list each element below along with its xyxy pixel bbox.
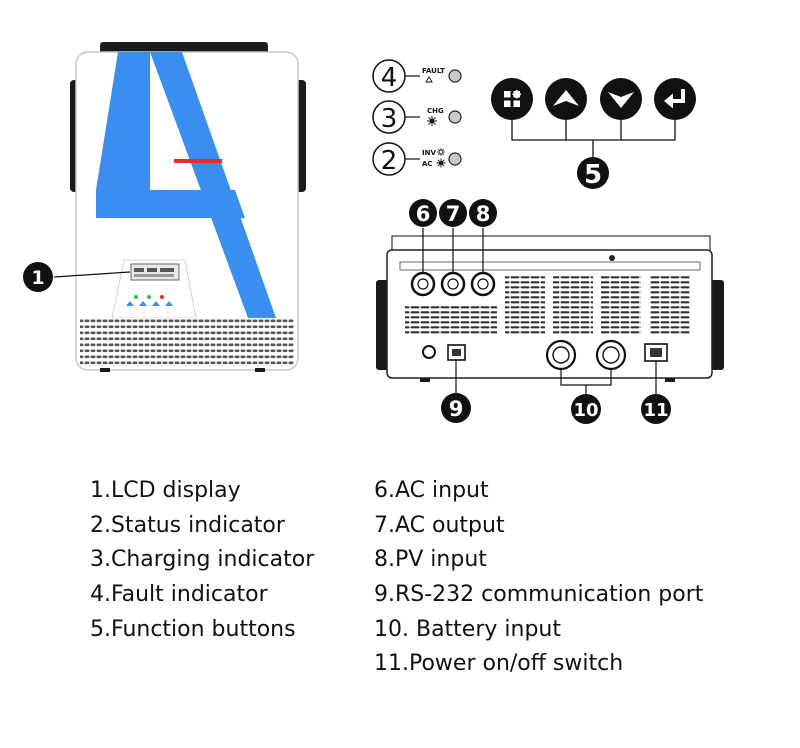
callout-5-number: 5: [584, 160, 602, 190]
callout-8-number: 8: [476, 202, 491, 226]
arrow-up-icon: [553, 90, 579, 106]
function-buttons-panel: 5: [491, 78, 696, 190]
bottom-vent-1: [505, 276, 545, 336]
bottom-vent-4: [650, 276, 690, 336]
legend-left-column: 1.LCD display 2.Status indicator 3.Charg…: [90, 474, 314, 647]
callout-9-badge: [441, 393, 471, 423]
legend-item-function-buttons: 5.Function buttons: [90, 616, 296, 642]
callout-3-number: 3: [381, 104, 398, 134]
callout-1-badge: [23, 262, 53, 292]
callout-8-badge: [469, 199, 497, 227]
front-button-2: [139, 301, 147, 306]
ac-burst-icon: [436, 158, 446, 168]
ac-label: AC: [422, 160, 433, 168]
charging-indicator-led: [448, 110, 462, 124]
chg-label: CHG: [427, 107, 444, 115]
inv-label: INV: [422, 149, 436, 157]
callout-10-badge: [571, 394, 601, 424]
callout-7-number: 7: [446, 202, 461, 226]
ac-output-terminal: [440, 271, 466, 297]
callout-9-number: 9: [449, 397, 464, 421]
warning-triangle-icon: [425, 76, 433, 83]
bottom-vent-2: [553, 276, 593, 336]
pv-input-terminal: [470, 271, 496, 297]
legend-item-lcd-display: 1.LCD display: [90, 478, 241, 503]
legend-item-pv-input: 8.PV input: [374, 547, 487, 573]
arrow-down-icon: [608, 92, 634, 108]
callout-2-number: 2: [381, 146, 398, 176]
callout-10-number: 10: [573, 400, 598, 421]
ground-screw: [422, 345, 436, 359]
logo-red-accent: [174, 159, 222, 163]
ac-input-terminal: [410, 271, 436, 297]
callout-5-badge: [577, 157, 609, 189]
front-led-2: [147, 295, 151, 299]
front-button-3: [152, 301, 160, 306]
callout-7-badge: [439, 199, 467, 227]
callout-6-badge: [409, 199, 437, 227]
callout-4-number: 4: [381, 63, 398, 93]
callout-11-number: 11: [643, 400, 668, 421]
logo-left-stroke: [96, 52, 150, 190]
legend-item-ac-output: 7.AC output: [374, 512, 505, 538]
bottom-right-handle: [710, 280, 724, 370]
fault-label: FAULT: [422, 67, 445, 75]
inverter-front-view: [70, 42, 306, 372]
callout-1-line: [53, 271, 131, 278]
menu-button: [491, 78, 533, 120]
top-mount-bracket: [100, 42, 268, 54]
front-button-4: [165, 301, 173, 306]
callout-6-number: 6: [416, 202, 431, 226]
logo-right-stroke: [150, 52, 276, 318]
front-button-1: [126, 301, 134, 306]
inverter-sun-icon: [437, 148, 445, 156]
battery-terminal-2: [595, 339, 627, 371]
bottom-vent-5: [405, 305, 497, 335]
callout-1-number: 1: [31, 267, 44, 289]
front-led-3: [160, 295, 164, 299]
status-indicator-led: [448, 152, 462, 166]
fault-indicator-led: [448, 69, 462, 83]
legend-item-status-indicator: 2.Status indicator: [90, 512, 285, 538]
inverter-diagram: 1 4 FAULT 3 CHG 2 INV AC: [23, 42, 724, 424]
front-led-1: [134, 295, 138, 299]
legend-item-fault-indicator: 4.Fault indicator: [90, 582, 268, 608]
callout-11-badge: [641, 394, 671, 424]
inverter-bottom-view: [376, 235, 724, 382]
logo-crossbar: [96, 190, 245, 218]
legend-right-column: 6.AC input 7.AC output 8.PV input 9.RS-2…: [374, 474, 703, 682]
bottom-vent-3: [601, 276, 641, 336]
legend-item-ac-input: 6.AC input: [374, 478, 489, 503]
legend-item-power-switch: 11.Power on/off switch: [374, 651, 624, 677]
enter-return-icon: [664, 89, 685, 109]
charge-burst-icon: [427, 116, 437, 126]
legend-item-rs232-port: 9.RS-232 communication port: [374, 582, 704, 608]
callout-5-bracket: [511, 120, 676, 158]
battery-terminal-1: [545, 339, 577, 371]
front-vent-grille: [80, 318, 294, 366]
legend-item-charging-indicator: 3.Charging indicator: [90, 547, 315, 573]
legend-item-battery-input: 10. Battery input: [374, 616, 561, 642]
status-led-panel: 4 FAULT 3 CHG 2 INV AC: [372, 59, 462, 176]
menu-grid-icon: [504, 89, 522, 107]
